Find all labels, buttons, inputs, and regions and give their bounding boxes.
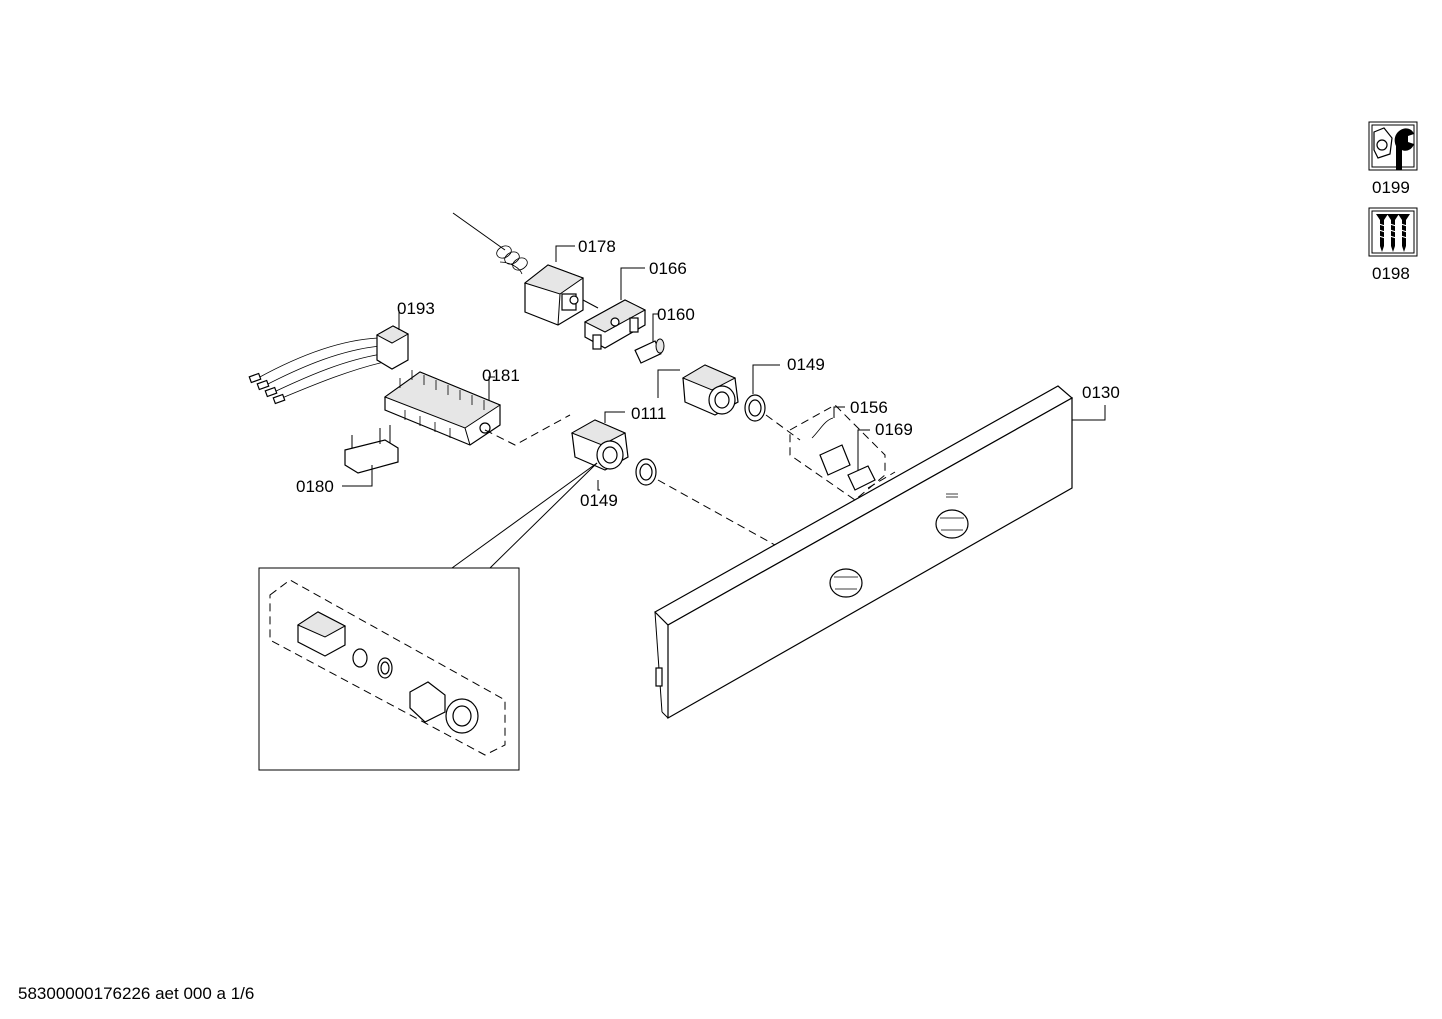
label-0149-lower: 0149 bbox=[580, 491, 618, 510]
label-0166: 0166 bbox=[649, 259, 687, 278]
label-0199: 0199 bbox=[1372, 178, 1410, 197]
clip-part bbox=[344, 425, 399, 474]
wrench-nut-icon bbox=[1368, 121, 1418, 171]
label-0160: 0160 bbox=[657, 305, 695, 324]
label-0149-upper: 0149 bbox=[787, 355, 825, 374]
terminal-block-part bbox=[383, 370, 502, 446]
label-0181: 0181 bbox=[482, 366, 520, 385]
document-footer: 58300000176226 aet 000 a 1/6 bbox=[18, 984, 254, 1003]
thermostat-part bbox=[452, 212, 599, 326]
label-0111: 0111 bbox=[631, 404, 666, 423]
leader-lines bbox=[342, 245, 1106, 491]
wiring-harness-part bbox=[248, 325, 410, 405]
assembly-axes bbox=[484, 414, 896, 546]
selector-switch-upper-part bbox=[681, 364, 766, 422]
label-0156: 0156 bbox=[850, 398, 888, 417]
bracket-part bbox=[583, 299, 647, 350]
label-0178: 0178 bbox=[578, 237, 616, 256]
label-0169: 0169 bbox=[875, 420, 913, 439]
part-labels: 0178 0166 0160 0193 0181 0149 0111 0149 … bbox=[296, 237, 1120, 510]
label-0130: 0130 bbox=[1082, 383, 1120, 402]
sensor-board-part bbox=[789, 404, 886, 501]
label-0198: 0198 bbox=[1372, 264, 1410, 283]
screws-icon bbox=[1368, 207, 1418, 257]
control-panel-part bbox=[654, 385, 1074, 720]
detail-inset bbox=[258, 462, 598, 771]
label-0193: 0193 bbox=[397, 299, 435, 318]
spindle-part bbox=[634, 338, 665, 364]
service-icons: 0199 0198 bbox=[1368, 121, 1418, 283]
selector-switch-lower-part bbox=[570, 419, 657, 486]
label-0180: 0180 bbox=[296, 477, 334, 496]
